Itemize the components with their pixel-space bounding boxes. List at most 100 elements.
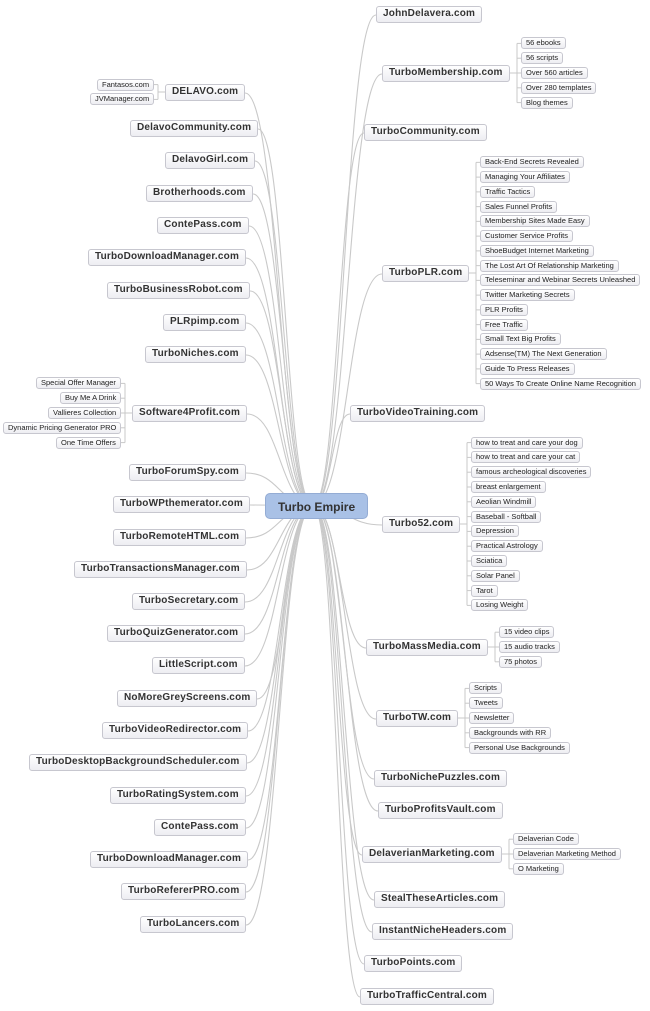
leaf-teleseminar-and-webinar-secrets-unleashed[interactable]: Teleseminar and Webinar Secrets Unleashe… bbox=[480, 274, 641, 287]
leaf-delaverian-code[interactable]: Delaverian Code bbox=[513, 833, 579, 846]
leaf-jvmanager-com[interactable]: JVManager.com bbox=[90, 93, 155, 106]
leaf-scripts[interactable]: Scripts bbox=[469, 682, 502, 695]
leaf-depression[interactable]: Depression bbox=[471, 525, 519, 538]
branch-turboprofitsvault-com[interactable]: TurboProfitsVault.com bbox=[378, 802, 503, 819]
branch-turboforumspy-com[interactable]: TurboForumSpy.com bbox=[129, 464, 247, 481]
leaf-56-ebooks[interactable]: 56 ebooks bbox=[521, 37, 566, 50]
branch-contepass-com[interactable]: ContePass.com bbox=[154, 819, 246, 836]
leaf-customer-service-profits[interactable]: Customer Service Profits bbox=[480, 230, 573, 243]
branch-turbotransactionsmanager-com[interactable]: TurboTransactionsManager.com bbox=[74, 561, 247, 578]
branch-contepass-com[interactable]: ContePass.com bbox=[157, 217, 249, 234]
leaf-personal-use-backgrounds[interactable]: Personal Use Backgrounds bbox=[469, 741, 570, 754]
edge-turbolancers-com bbox=[245, 505, 314, 926]
branch-plrpimp-com[interactable]: PLRpimp.com bbox=[163, 314, 247, 331]
leaf-twitter-marketing-secrets[interactable]: Twitter Marketing Secrets bbox=[480, 289, 575, 302]
branch-turboniches-com[interactable]: TurboNiches.com bbox=[145, 346, 246, 363]
leaf-solar-panel[interactable]: Solar Panel bbox=[471, 569, 520, 582]
leaf-membership-sites-made-easy[interactable]: Membership Sites Made Easy bbox=[480, 215, 590, 228]
leaf-how-to-treat-and-care-your-cat[interactable]: how to treat and care your cat bbox=[471, 451, 581, 464]
leaf-backgrounds-with-rr[interactable]: Backgrounds with RR bbox=[469, 726, 552, 739]
edge-contepass-com bbox=[245, 505, 314, 829]
leaf-special-offer-manager[interactable]: Special Offer Manager bbox=[36, 377, 121, 390]
leaf-famous-archeological-discoveries[interactable]: famous archeological discoveries bbox=[471, 466, 592, 479]
leaf-56-scripts[interactable]: 56 scripts bbox=[521, 52, 564, 65]
leaf-shoebudget-internet-marketing[interactable]: ShoeBudget Internet Marketing bbox=[480, 244, 594, 257]
bracket-turbo52-com bbox=[460, 442, 468, 606]
branch-turboremotehtml-com[interactable]: TurboRemoteHTML.com bbox=[113, 529, 247, 546]
leaf-managing-your-affiliates[interactable]: Managing Your Affiliates bbox=[480, 171, 570, 184]
branch-johndelavera-com[interactable]: JohnDelavera.com bbox=[376, 6, 483, 23]
leaf-tweets[interactable]: Tweets bbox=[469, 697, 503, 710]
leaf-delaverian-marketing-method[interactable]: Delaverian Marketing Method bbox=[513, 848, 621, 860]
leaf-over-280-templates[interactable]: Over 280 templates bbox=[521, 81, 597, 94]
leaf-plr-profits[interactable]: PLR Profits bbox=[480, 303, 528, 316]
branch-turboquizgenerator-com[interactable]: TurboQuizGenerator.com bbox=[107, 625, 246, 642]
branch-turbovideoredirector-com[interactable]: TurboVideoRedirector.com bbox=[102, 722, 249, 739]
leaf-practical-astrology[interactable]: Practical Astrology bbox=[471, 540, 543, 553]
leaf-sciatica[interactable]: Sciatica bbox=[471, 555, 508, 567]
leaf-newsletter[interactable]: Newsletter bbox=[469, 712, 515, 724]
leaf-fantasos-com[interactable]: Fantasos.com bbox=[97, 78, 155, 91]
branch-turbodownloadmanager-com[interactable]: TurboDownloadManager.com bbox=[88, 249, 247, 266]
branch-littlescript-com[interactable]: LittleScript.com bbox=[152, 657, 245, 674]
leaf-small-text-big-profits[interactable]: Small Text Big Profits bbox=[480, 333, 561, 346]
leaf-breast-enlargement[interactable]: breast enlargement bbox=[471, 481, 546, 493]
branch-turbomassmedia-com[interactable]: TurboMassMedia.com bbox=[366, 639, 488, 656]
leaf-buy-me-a-drink[interactable]: Buy Me A Drink bbox=[60, 392, 122, 405]
leaf-blog-themes[interactable]: Blog themes bbox=[521, 96, 573, 109]
branch-turbovideotraining-com[interactable]: TurboVideoTraining.com bbox=[350, 405, 486, 422]
branch-turbopoints-com[interactable]: TurboPoints.com bbox=[364, 955, 463, 972]
branch-turbolancers-com[interactable]: TurboLancers.com bbox=[140, 916, 247, 933]
leaf-the-lost-art-of-relationship-marketing[interactable]: The Lost Art Of Relationship Marketing bbox=[480, 259, 619, 272]
leaf-dynamic-pricing-generator-pro[interactable]: Dynamic Pricing Generator PRO bbox=[3, 421, 122, 434]
branch-turbosecretary-com[interactable]: TurboSecretary.com bbox=[132, 593, 246, 610]
branch-delavo-com[interactable]: DELAVO.com bbox=[165, 84, 246, 101]
leaf-75-photos[interactable]: 75 photos bbox=[499, 655, 542, 668]
bracket-delavo-com bbox=[157, 84, 165, 100]
branch-turbobusinessrobot-com[interactable]: TurboBusinessRobot.com bbox=[107, 282, 250, 299]
leaf-vallieres-collection[interactable]: Vallieres Collection bbox=[48, 407, 122, 419]
leaf-how-to-treat-and-care-your-dog[interactable]: how to treat and care your dog bbox=[471, 436, 583, 449]
leaf-50-ways-to-create-online-name-recognition[interactable]: 50 Ways To Create Online Name Recognitio… bbox=[480, 377, 641, 390]
leaf-adsense-tm-the-next-generation[interactable]: Adsense(TM) The Next Generation bbox=[480, 348, 607, 361]
leaf-free-traffic[interactable]: Free Traffic bbox=[480, 318, 528, 331]
edge-turboprofitsvault-com bbox=[312, 505, 379, 812]
root-node[interactable]: Turbo Empire bbox=[265, 493, 369, 519]
leaf-baseball-softball[interactable]: Baseball - Softball bbox=[471, 510, 542, 523]
branch-brotherhoods-com[interactable]: Brotherhoods.com bbox=[146, 185, 253, 202]
branch-turbotw-com[interactable]: TurboTW.com bbox=[376, 710, 459, 727]
leaf-tarot[interactable]: Tarot bbox=[471, 584, 498, 597]
leaf-over-560-articles[interactable]: Over 560 articles bbox=[521, 67, 588, 79]
bracket-software4profit-com bbox=[124, 383, 132, 443]
branch-software4profit-com[interactable]: Software4Profit.com bbox=[132, 405, 248, 422]
leaf-one-time-offers[interactable]: One Time Offers bbox=[56, 436, 121, 449]
branch-turbodownloadmanager-com[interactable]: TurboDownloadManager.com bbox=[90, 851, 249, 868]
branch-turboratingsystem-com[interactable]: TurboRatingSystem.com bbox=[110, 787, 246, 804]
leaf-losing-weight[interactable]: Losing Weight bbox=[471, 599, 529, 612]
leaf-guide-to-press-releases[interactable]: Guide To Press Releases bbox=[480, 362, 575, 375]
branch-instantnicheheaders-com[interactable]: InstantNicheHeaders.com bbox=[372, 923, 514, 940]
leaf-15-audio-tracks[interactable]: 15 audio tracks bbox=[499, 641, 560, 653]
branch-delaverianmarketing-com[interactable]: DelaverianMarketing.com bbox=[362, 846, 502, 863]
leaf-sales-funnel-profits[interactable]: Sales Funnel Profits bbox=[480, 200, 558, 213]
leaf-15-video-clips[interactable]: 15 video clips bbox=[499, 626, 555, 639]
branch-turbocommunity-com[interactable]: TurboCommunity.com bbox=[364, 124, 487, 141]
branch-turbonichepuzzles-com[interactable]: TurboNichePuzzles.com bbox=[374, 770, 508, 787]
leaf-traffic-tactics[interactable]: Traffic Tactics bbox=[480, 185, 536, 198]
leaf-back-end-secrets-revealed[interactable]: Back-End Secrets Revealed bbox=[480, 156, 584, 169]
leaf-aeolian-windmill[interactable]: Aeolian Windmill bbox=[471, 495, 537, 508]
branch-turbomembership-com[interactable]: TurboMembership.com bbox=[382, 65, 510, 82]
branch-turbowpthemerator-com[interactable]: TurboWPthemerator.com bbox=[113, 496, 250, 513]
branch-delavogirl-com[interactable]: DelavoGirl.com bbox=[165, 152, 256, 169]
leaf-o-marketing[interactable]: O Marketing bbox=[513, 862, 564, 875]
branch-turborefererpro-com[interactable]: TurboRefererPRO.com bbox=[121, 883, 247, 900]
branch-stealthesearticles-com[interactable]: StealTheseArticles.com bbox=[374, 891, 506, 908]
edge-instantnicheheaders-com bbox=[312, 505, 373, 933]
branch-turbotrafficcentral-com[interactable]: TurboTrafficCentral.com bbox=[360, 988, 494, 1005]
branch-turbo52-com[interactable]: Turbo52.com bbox=[382, 516, 461, 533]
edge-turboniches-com bbox=[245, 354, 314, 507]
branch-delavocommunity-com[interactable]: DelavoCommunity.com bbox=[130, 120, 259, 137]
branch-nomoregreyscreens-com[interactable]: NoMoreGreyScreens.com bbox=[117, 690, 258, 707]
branch-turbodesktopbackgroundscheduler-com[interactable]: TurboDesktopBackgroundScheduler.com bbox=[29, 754, 247, 771]
branch-turboplr-com[interactable]: TurboPLR.com bbox=[382, 265, 470, 282]
